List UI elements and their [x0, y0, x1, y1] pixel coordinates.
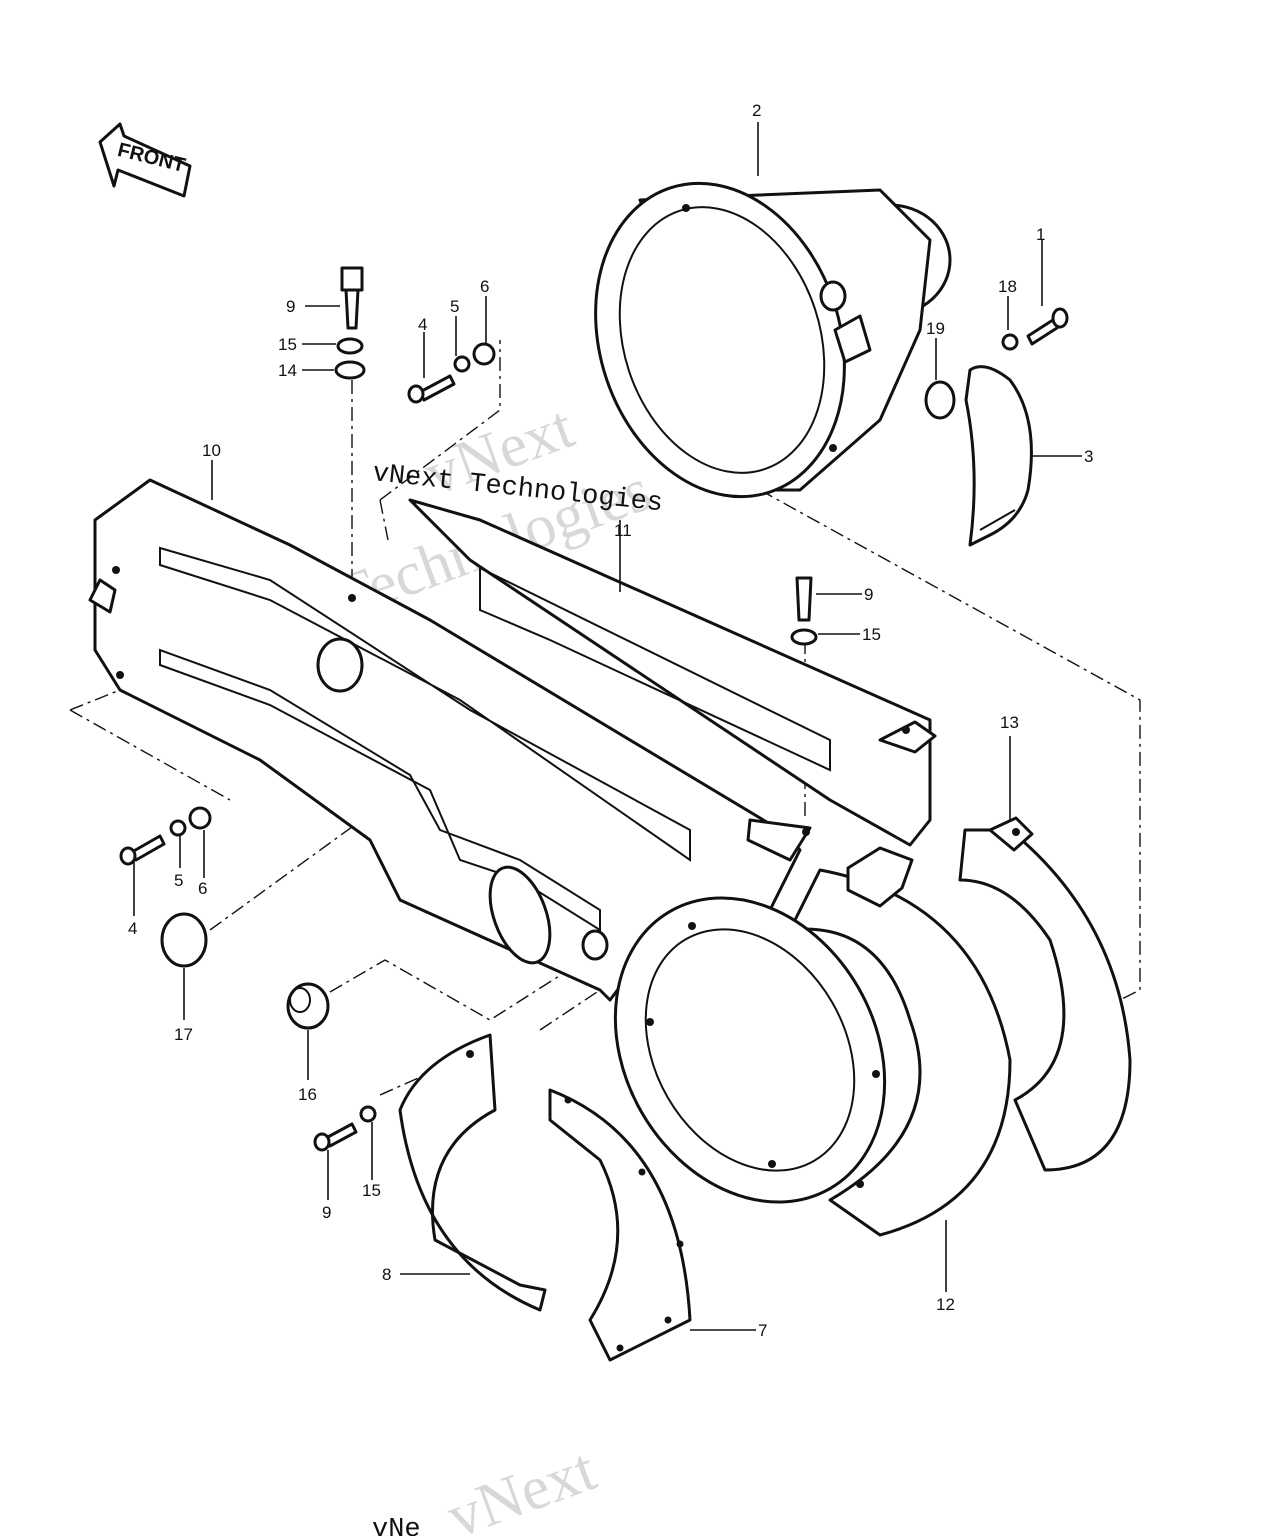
callout-1: 1 — [1036, 225, 1045, 244]
callout-9-bottom: 9 — [322, 1203, 331, 1222]
part-14-washer — [334, 360, 366, 380]
part-9-bolt-mid — [795, 576, 813, 622]
callout-17: 17 — [174, 1025, 193, 1044]
part-6-washer-top — [472, 342, 496, 366]
callout-15-bottom: 15 — [362, 1181, 381, 1200]
part-15-washer-top — [336, 337, 364, 355]
part-15-washer-mid — [790, 628, 818, 646]
part-16-grommet — [286, 982, 330, 1030]
part-5-lock-washer-left — [169, 819, 187, 837]
part-7-arc-plate — [548, 1088, 692, 1362]
part-1-screw — [1026, 307, 1069, 346]
callout-2: 2 — [752, 101, 761, 120]
part-12-drum-cover — [613, 846, 1012, 1237]
watermark-bottom: vNext — [439, 1436, 605, 1536]
part-6-washer-left — [188, 806, 212, 830]
callout-3: 3 — [1084, 447, 1093, 466]
part-4-screw-top — [407, 374, 456, 404]
callout-13: 13 — [1000, 713, 1019, 732]
callout-7: 7 — [758, 1321, 767, 1340]
front-direction-arrow: FRONT — [98, 122, 192, 198]
callout-18: 18 — [998, 277, 1017, 296]
callout-8: 8 — [382, 1265, 391, 1284]
callout-9-mid: 9 — [864, 585, 873, 604]
callout-6-left: 6 — [198, 879, 207, 898]
callout-16: 16 — [298, 1085, 317, 1104]
callout-4-left: 4 — [128, 919, 137, 938]
callout-6-top: 6 — [480, 277, 489, 296]
part-9-bolt-bottom — [313, 1122, 358, 1152]
part-19-washer — [924, 380, 956, 420]
callout-labels: 1 2 3 4 5 6 4 5 6 7 8 9 9 9 10 11 12 13 … — [128, 101, 1093, 1340]
callout-9-top: 9 — [286, 297, 295, 316]
part-4-screw-left — [119, 834, 166, 866]
part-17-plug — [160, 912, 208, 968]
part-9-bolt-top — [340, 266, 364, 330]
callout-11: 11 — [614, 521, 632, 540]
callout-5-top: 5 — [450, 297, 459, 316]
part-3-bracket — [964, 365, 1033, 547]
callout-19: 19 — [926, 319, 945, 338]
callout-4-top: 4 — [418, 315, 427, 334]
part-13-shroud — [958, 816, 1132, 1172]
part-15-washer-bottom — [359, 1105, 377, 1123]
part-5-lock-washer-top — [453, 355, 471, 373]
callout-15-top: 15 — [278, 335, 297, 354]
part-2-bell-housing — [594, 181, 952, 499]
part-11-plate — [408, 498, 937, 862]
callout-10: 10 — [202, 441, 221, 460]
callout-14: 14 — [278, 361, 297, 380]
callout-5-left: 5 — [174, 871, 183, 890]
part-18-lock-washer — [1001, 333, 1019, 351]
leader-lines — [133, 122, 1082, 1331]
callout-15-mid: 15 — [862, 625, 881, 644]
part-8-arc-guard — [398, 1033, 547, 1312]
part-10-main-case — [88, 478, 802, 1002]
watermark-bottom-fragment: vNe — [372, 1515, 421, 1536]
callout-12: 12 — [936, 1295, 955, 1314]
